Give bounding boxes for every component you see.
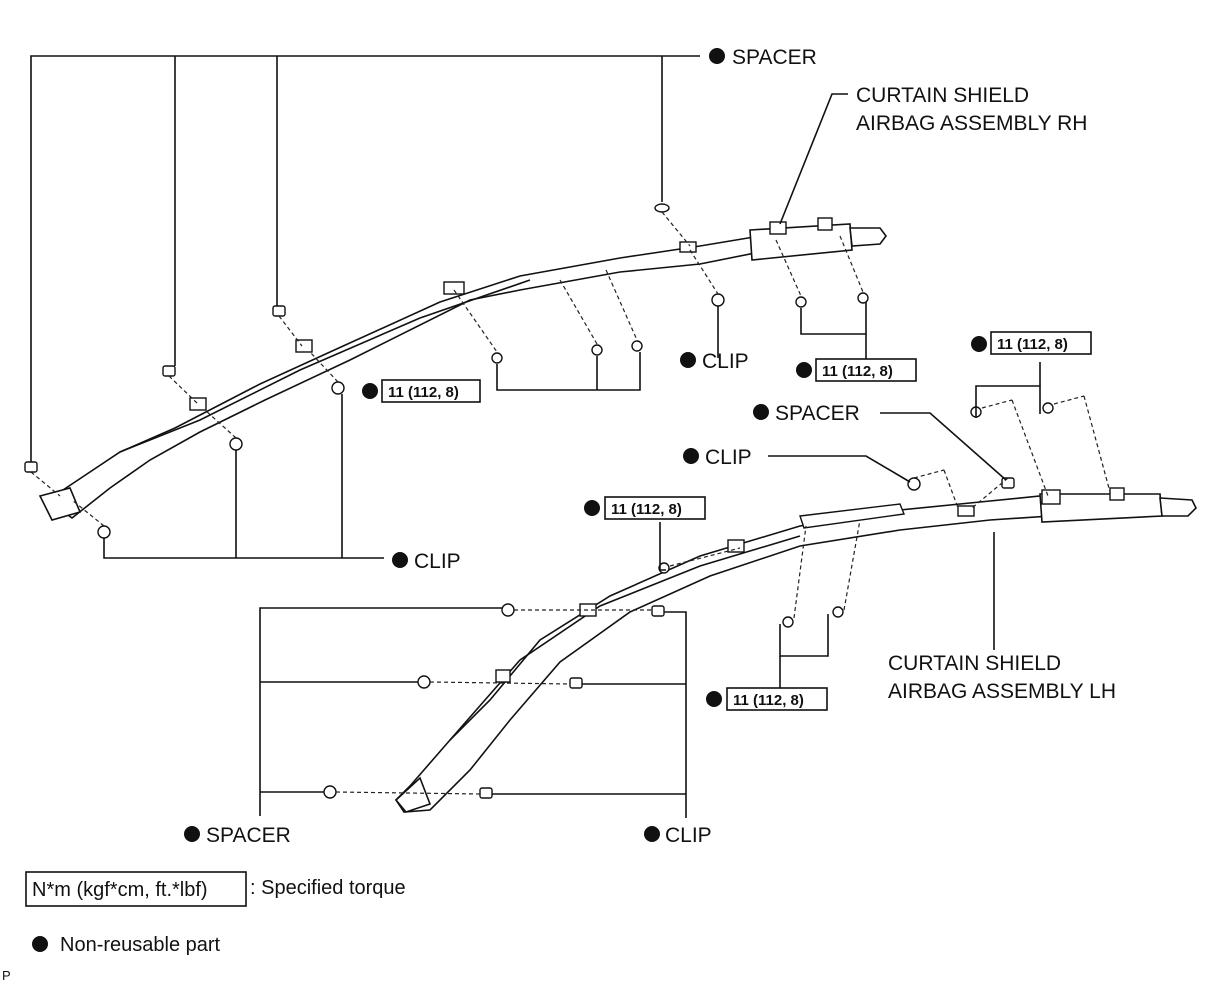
bolt-part bbox=[782, 616, 794, 628]
lh-assembly-label: AIRBAG ASSEMBLY LH bbox=[888, 680, 1116, 703]
nonreusable-dot bbox=[680, 352, 696, 368]
clip-label: CLIP bbox=[414, 550, 461, 573]
nonreusable-dot bbox=[796, 362, 812, 378]
torque-value: 11 (112, 8) bbox=[822, 363, 893, 380]
nonreusable-dot bbox=[362, 383, 378, 399]
torque-value: 11 (112, 8) bbox=[733, 692, 804, 709]
spacer-part bbox=[1001, 477, 1015, 489]
nonreusable-dot bbox=[683, 448, 699, 464]
spacer-part bbox=[651, 605, 665, 617]
bolt-part bbox=[631, 340, 643, 352]
legend-nonreusable-dot bbox=[32, 936, 48, 952]
nonreusable-dot bbox=[392, 552, 408, 568]
bolt-part bbox=[832, 606, 844, 618]
torque-box bbox=[381, 379, 481, 403]
nonreusable-dot bbox=[644, 826, 660, 842]
nonreusable-dot bbox=[706, 691, 722, 707]
torque-box bbox=[990, 331, 1092, 355]
clip-part bbox=[97, 525, 111, 539]
spacer-part bbox=[162, 365, 176, 377]
bolt-part bbox=[857, 292, 869, 304]
spacer-part bbox=[479, 787, 493, 799]
installation-dashed-lines bbox=[30, 211, 1111, 795]
rh-assembly-label: CURTAIN SHIELD bbox=[856, 84, 1029, 107]
torque-value: 11 (112, 8) bbox=[611, 501, 682, 518]
fastener-parts bbox=[24, 203, 1054, 799]
spacer-part bbox=[569, 677, 583, 689]
legend-torque-unit: N*m (kgf*cm, ft.*lbf) bbox=[32, 879, 208, 901]
clip-part bbox=[907, 477, 921, 491]
clip-label: CLIP bbox=[702, 350, 749, 373]
torque-box bbox=[726, 687, 828, 711]
clip-part bbox=[501, 603, 515, 617]
clip-part bbox=[417, 675, 431, 689]
rh-assembly-label: AIRBAG ASSEMBLY RH bbox=[856, 112, 1087, 135]
spacer-part bbox=[272, 305, 286, 317]
nonreusable-dot bbox=[184, 826, 200, 842]
nonreusable-dot bbox=[971, 336, 987, 352]
legend: N*m (kgf*cm, ft.*lbf) : Specified torque… bbox=[25, 871, 406, 956]
lh-assembly-label: CURTAIN SHIELD bbox=[888, 652, 1061, 675]
bolt-part bbox=[795, 296, 807, 308]
nonreusable-dot bbox=[709, 48, 725, 64]
torque-value: 11 (112, 8) bbox=[997, 336, 1068, 353]
spacer-label: SPACER bbox=[732, 46, 817, 69]
legend-nonreusable-text: Non-reusable part bbox=[60, 934, 221, 956]
spacer-part bbox=[24, 461, 38, 473]
leader-lines bbox=[30, 55, 1041, 818]
clip-part bbox=[711, 293, 725, 307]
clip-label: CLIP bbox=[665, 824, 712, 847]
spacer-label: SPACER bbox=[775, 402, 860, 425]
nonreusable-dot bbox=[584, 500, 600, 516]
corner-mark: P bbox=[2, 968, 11, 983]
clip-part bbox=[229, 437, 243, 451]
callout-labels: SPACER CURTAIN SHIELD AIRBAG ASSEMBLY RH… bbox=[184, 46, 1116, 847]
clip-part bbox=[323, 785, 337, 799]
bolt-part bbox=[1042, 402, 1054, 414]
legend-torque-box bbox=[25, 871, 247, 907]
spacer-part bbox=[654, 203, 670, 213]
torque-value: 11 (112, 8) bbox=[388, 384, 459, 401]
spacer-label: SPACER bbox=[206, 824, 291, 847]
bolt-part bbox=[491, 352, 503, 364]
lh-airbag-assembly bbox=[394, 487, 1197, 813]
torque-box bbox=[604, 496, 706, 520]
nonreusable-dot bbox=[753, 404, 769, 420]
bolt-part bbox=[591, 344, 603, 356]
legend-torque-desc: : Specified torque bbox=[250, 877, 406, 899]
rh-airbag-assembly bbox=[38, 217, 887, 521]
clip-part bbox=[331, 381, 345, 395]
torque-box bbox=[815, 358, 917, 382]
clip-label: CLIP bbox=[705, 446, 752, 469]
